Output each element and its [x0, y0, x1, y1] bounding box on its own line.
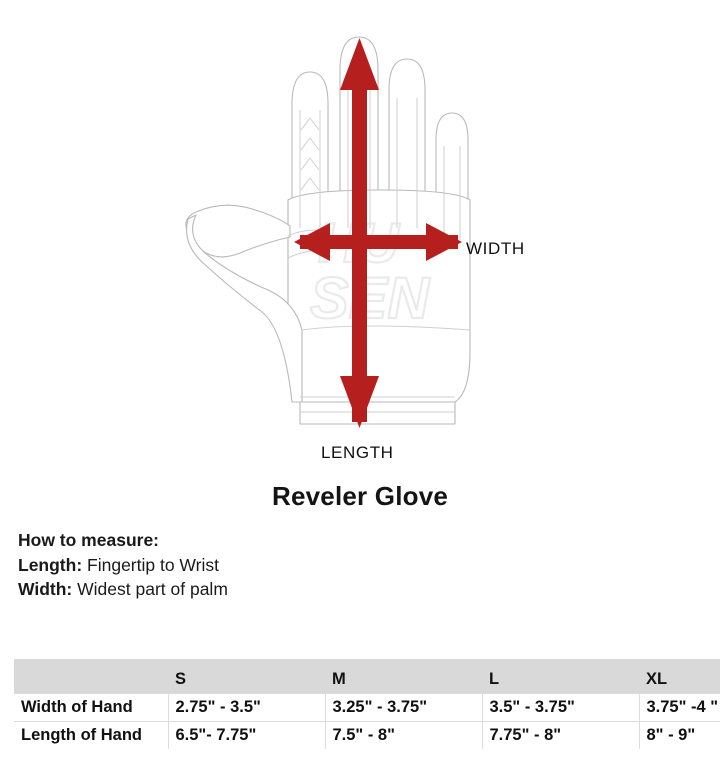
cell-length-m: 7.5" - 8": [324, 720, 483, 749]
header-cell-s: S: [168, 659, 325, 693]
header-cell-blank: [14, 659, 168, 693]
svg-text:SEN: SEN: [310, 266, 430, 331]
width-arrow: [294, 223, 462, 261]
glove-diagram: HU SEN WIDTH LENGTH: [185, 36, 525, 462]
header-cell-m: M: [325, 659, 482, 693]
table-row: Length of Hand 6.5"- 7.75" 7.5" - 8" 7.7…: [14, 720, 720, 749]
cell-length-xl: 8" - 9": [638, 720, 720, 749]
how-to-measure-length: Length: Fingertip to Wrist: [18, 553, 720, 578]
header-cell-xl: XL: [639, 659, 720, 693]
cell-width-m: 3.25" - 3.75": [324, 692, 483, 722]
cell-width-xl: 3.75" -4 ": [638, 692, 720, 722]
size-chart-table-container: S M L XL Width of Hand 2.75" - 3.5" 3.25…: [14, 659, 720, 749]
row-label-length-of-hand: Length of Hand: [14, 720, 169, 749]
table-row: Width of Hand 2.75" - 3.5" 3.25" - 3.75"…: [14, 692, 720, 722]
length-key: Length:: [18, 554, 83, 575]
cell-length-l: 7.75" - 8": [481, 720, 640, 749]
width-key: Width:: [18, 579, 73, 599]
length-value: Fingertip to Wrist: [87, 554, 219, 575]
how-to-measure-block: How to measure: Length: Fingertip to Wri…: [0, 516, 720, 602]
row-label-width-of-hand: Width of Hand: [14, 692, 169, 722]
size-chart-table: S M L XL Width of Hand 2.75" - 3.5" 3.25…: [14, 659, 720, 749]
glove-illustration: HU SEN: [185, 36, 471, 428]
size-chart-body: Width of Hand 2.75" - 3.5" 3.25" - 3.75"…: [14, 692, 720, 749]
width-label: WIDTH: [466, 239, 525, 258]
how-to-measure-heading-text: How to measure:: [18, 530, 159, 550]
cell-width-l: 3.5" - 3.75": [481, 692, 640, 722]
width-value: Widest part of palm: [77, 579, 228, 599]
page-title: Reveler Glove: [271, 481, 449, 511]
how-to-measure-heading: How to measure:: [18, 528, 720, 553]
how-to-measure-width: Width: Widest part of palm: [18, 577, 720, 602]
size-chart-header: S M L XL: [14, 659, 720, 693]
cell-length-s: 6.5"- 7.75": [167, 720, 326, 749]
length-label: LENGTH: [321, 443, 394, 462]
glove-seam-details: [287, 80, 471, 413]
table-header-row: S M L XL: [14, 659, 720, 693]
header-cell-l: L: [482, 659, 639, 693]
cell-width-s: 2.75" - 3.5": [167, 692, 326, 722]
